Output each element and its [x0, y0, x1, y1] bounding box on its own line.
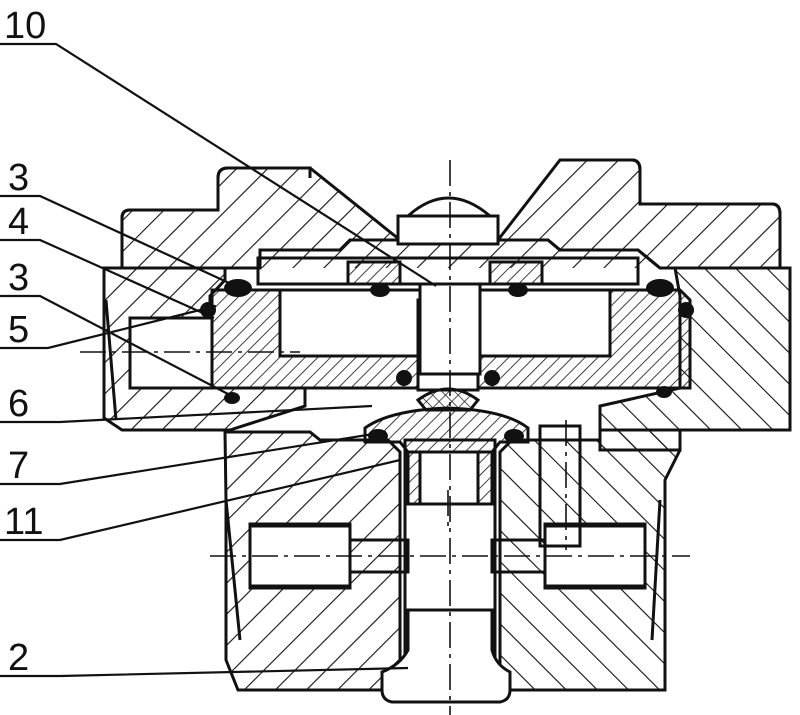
callout-5: 5: [8, 309, 29, 351]
nut-assembly: [256, 196, 640, 376]
callout-10: 10: [4, 5, 46, 47]
callout-11: 11: [4, 501, 43, 543]
callout-6: 6: [8, 383, 29, 425]
callout-3-upper: 3: [8, 157, 29, 199]
centre-lines: [80, 160, 690, 715]
callout-4: 4: [8, 201, 29, 243]
callout-3-lower: 3: [8, 257, 29, 299]
callout-7: 7: [8, 445, 29, 487]
callout-labels: 10 3 4 3 5 6 7 11 2: [4, 5, 46, 679]
bottom-plug: [380, 608, 512, 704]
leader-lines: [0, 42, 437, 678]
callout-2: 2: [8, 637, 29, 679]
